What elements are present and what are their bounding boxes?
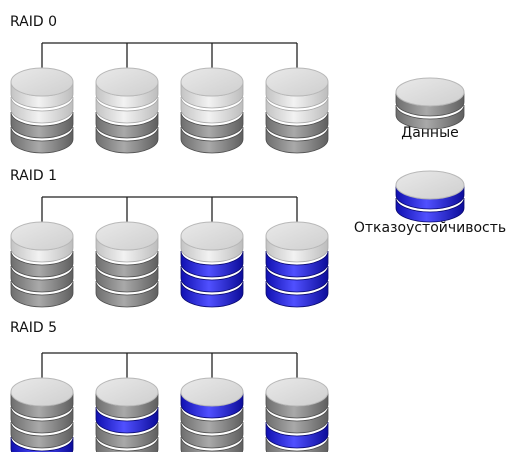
disk-top — [180, 377, 244, 407]
disk-platter-dark — [10, 265, 74, 293]
disk-platter-blue — [95, 406, 159, 434]
disk — [180, 67, 244, 154]
disk-platter-dark — [95, 250, 159, 278]
disk-top — [95, 377, 159, 407]
disk-platter-blue — [265, 265, 329, 293]
group-title: RAID 5 — [10, 320, 57, 336]
disk-top — [10, 67, 74, 97]
disk-top — [95, 221, 159, 251]
disk-top — [395, 170, 465, 200]
disk-platter-dark — [265, 406, 329, 434]
disk — [95, 377, 159, 452]
disk-platter-light — [180, 96, 244, 124]
disk-top — [265, 67, 329, 97]
legend: Данные Отказоустойчивость — [354, 77, 506, 236]
disk — [265, 221, 329, 308]
raid-group: RAID 5 — [10, 320, 329, 452]
connector-lines — [41, 352, 298, 378]
disk-top — [265, 377, 329, 407]
disk-platter-dark — [265, 111, 329, 139]
disk — [95, 67, 159, 154]
disk-platter-dark — [95, 436, 159, 452]
disk-platter-dark — [180, 126, 244, 154]
disk-platter-dark — [10, 126, 74, 154]
fault-tolerance-disk-icon — [395, 170, 465, 223]
disk-platter-dark — [10, 406, 74, 434]
disk-top — [180, 67, 244, 97]
disk-platter-light — [10, 96, 74, 124]
disk-platter-dark — [95, 111, 159, 139]
legend-label-data: Данные — [401, 125, 459, 141]
disk-platter-dark — [180, 111, 244, 139]
disk-platter-dark — [95, 265, 159, 293]
disk — [265, 67, 329, 154]
disk-platter-blue — [180, 280, 244, 308]
disk — [10, 221, 74, 308]
disk-platter-dark — [95, 280, 159, 308]
raid-group: RAID 0 — [10, 14, 329, 154]
disk-platter-dark — [10, 421, 74, 449]
disk-platter-dark — [265, 436, 329, 452]
disk-platter-dark — [95, 421, 159, 449]
connector-lines — [41, 42, 298, 68]
disk-platter-light — [95, 96, 159, 124]
disk-platter-blue — [180, 250, 244, 278]
disk-platter-dark — [10, 250, 74, 278]
data-disk-icon — [395, 77, 465, 130]
disk — [10, 67, 74, 154]
disk-platter-blue — [265, 421, 329, 449]
disk-top — [395, 77, 465, 107]
disk-platter-dark — [95, 126, 159, 154]
disk — [95, 221, 159, 308]
disk-top — [265, 221, 329, 251]
disk — [180, 377, 244, 452]
group-title: RAID 0 — [10, 14, 57, 30]
raid-group: RAID 1 — [10, 168, 329, 308]
legend-label-fault-tolerance: Отказоустойчивость — [354, 220, 506, 236]
disk-platter-blue — [265, 280, 329, 308]
disk-platter-dark — [10, 111, 74, 139]
disk — [10, 377, 74, 452]
disk-platter-dark — [180, 406, 244, 434]
group-title: RAID 1 — [10, 168, 57, 184]
disk-platter-dark — [395, 104, 465, 130]
disk-top — [95, 67, 159, 97]
disk-platter-dark — [180, 436, 244, 452]
disk-platter-blue — [10, 436, 74, 452]
connector-lines — [41, 196, 298, 222]
disk-platter-dark — [265, 126, 329, 154]
disk-top — [10, 221, 74, 251]
disk-platter-dark — [10, 280, 74, 308]
disk — [265, 377, 329, 452]
disk — [180, 221, 244, 308]
disk-top — [10, 377, 74, 407]
disk-top — [180, 221, 244, 251]
disk-platter-dark — [180, 421, 244, 449]
disk-platter-blue — [180, 265, 244, 293]
disk-platter-blue — [395, 197, 465, 223]
disk-platter-light — [265, 96, 329, 124]
disk-platter-blue — [265, 250, 329, 278]
